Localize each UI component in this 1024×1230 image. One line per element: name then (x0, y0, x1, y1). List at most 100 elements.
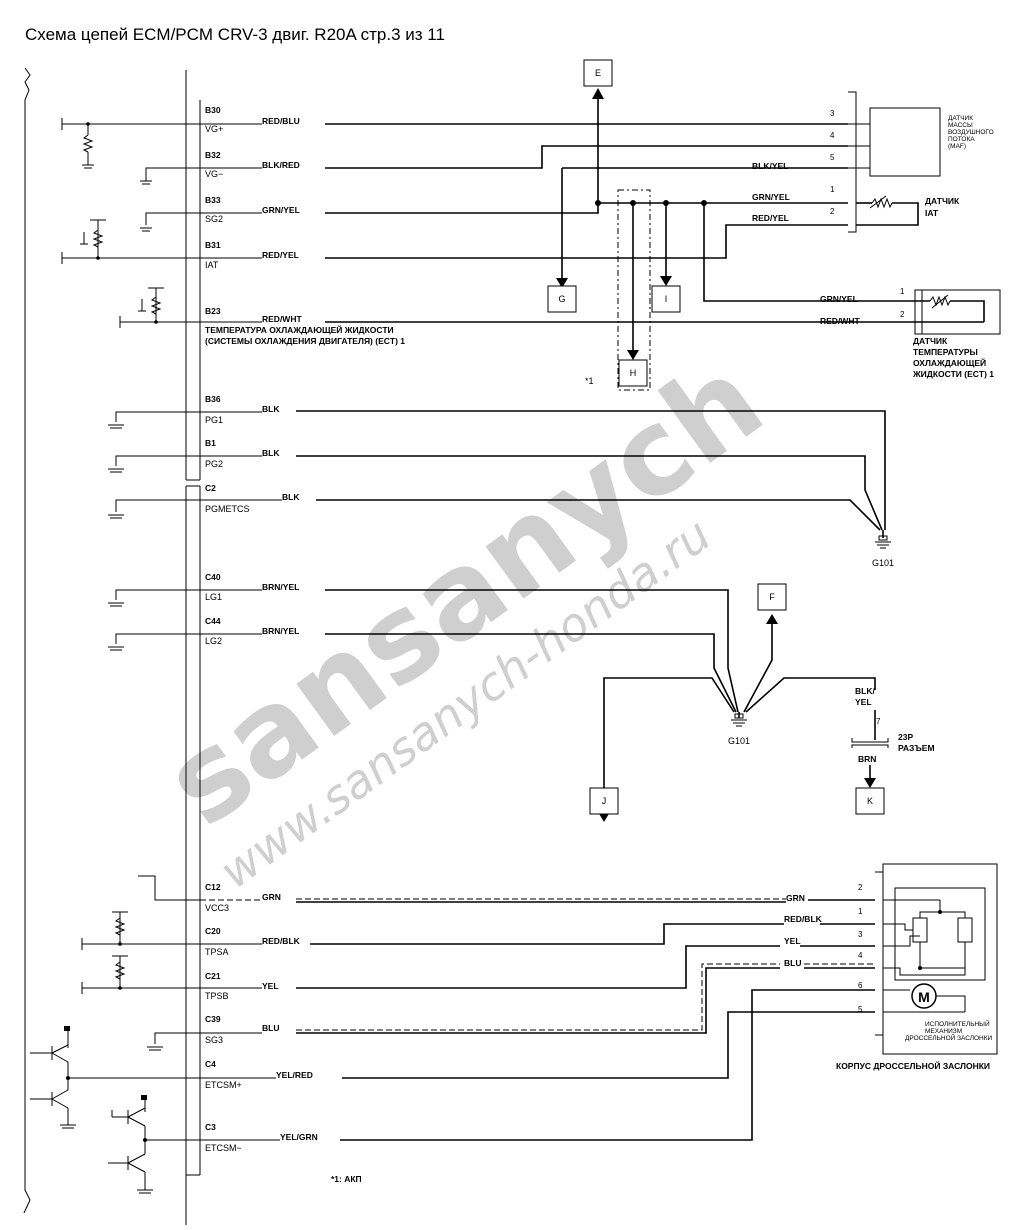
sig-sg3: SG3 (205, 1035, 223, 1045)
sig-vg-minus: VG− (205, 169, 223, 179)
tb-pin-3: 3 (858, 930, 863, 939)
label-yel-c21: YEL (262, 981, 279, 991)
pin-c21: C21 (205, 971, 221, 981)
pin-b23: B23 (205, 306, 221, 316)
wires (200, 88, 895, 1141)
connector-f: F (769, 592, 775, 602)
label-red-blu: RED/BLU (262, 116, 300, 126)
label-red-yel-iat: RED/YEL (752, 213, 789, 223)
wire-yel-grn (340, 989, 875, 1141)
ecm-break-left (23, 67, 31, 1214)
actuator-label-1: ИСПОЛНИТЕЛЬНЫЙ (925, 1019, 990, 1028)
maf-label-1: ДАТЧИК (948, 115, 973, 122)
label-red-blk-c20: RED/BLK (262, 936, 301, 946)
pin-c39: C39 (205, 1014, 221, 1024)
tb-pin-1: 1 (858, 907, 863, 916)
maf-label-5: (MAF) (948, 143, 966, 150)
sig-ect-line2: (СИСТЕМЫ ОХЛАЖДЕНИЯ ДВИГАТЕЛЯ) (ECT) 1 (205, 336, 405, 346)
wire-yel-red (342, 1011, 875, 1079)
sig-pgmetcs: PGMETCS (205, 504, 250, 514)
connector-h: H (630, 368, 637, 378)
sig-tpsb: TPSB (205, 991, 229, 1001)
tb-pin-2: 2 (858, 883, 863, 892)
footnote: *1: АКП (331, 1174, 362, 1184)
label-yel-red: YEL/RED (276, 1070, 313, 1080)
label-red-wht-ect: RED/WHT (820, 316, 860, 326)
iat-pin-2: 2 (830, 207, 835, 216)
ect-label-2: ТЕМПЕРАТУРЫ (913, 347, 978, 357)
wire-red-blk (310, 923, 784, 945)
sig-sg2: SG2 (205, 214, 223, 224)
wire-yel (296, 945, 780, 989)
note-mark: *1 (585, 376, 594, 386)
connector-k: K (867, 796, 873, 806)
sig-ect-line1: ТЕМПЕРАТУРА ОХЛАЖДАЮЩЕЙ ЖИДКОСТИ (205, 324, 394, 335)
pin-c4: C4 (205, 1059, 216, 1069)
label-grn-tb: GRN (786, 893, 805, 903)
ect-label-1: ДАТЧИК (913, 336, 948, 346)
maf-label-2: МАССЫ (948, 122, 973, 129)
iat-pin-1: 1 (830, 185, 835, 194)
sig-pg2: PG2 (205, 459, 223, 469)
label-brn: BRN (858, 754, 876, 764)
connector-i: I (665, 294, 668, 304)
at-only-box: *1 (585, 189, 651, 391)
label-blk-yel-b: YEL (855, 697, 872, 707)
motor-symbol: M (918, 989, 930, 1005)
sig-pg1: PG1 (205, 415, 223, 425)
wire-blu (296, 967, 780, 1034)
pin-c2: C2 (205, 483, 216, 493)
pin-c3: C3 (205, 1122, 216, 1132)
maf-pin-4: 4 (830, 131, 835, 140)
iat-label-2: IAT (925, 208, 939, 218)
label-blk-b1: BLK (262, 448, 280, 458)
ect-sensor: 1 2 ДАТЧИК ТЕМПЕРАТУРЫ ОХЛАЖДАЮЩЕЙ ЖИДКО… (895, 287, 1001, 379)
pin-b30: B30 (205, 105, 221, 115)
ect-pin-1: 1 (900, 287, 905, 296)
pin-c12: C12 (205, 882, 221, 892)
wire-grn-yel (325, 202, 780, 214)
tb-pin-6: 6 (858, 981, 863, 990)
label-blk-c2: BLK (282, 492, 300, 502)
pin-b36: B36 (205, 394, 221, 404)
pin-c20: C20 (205, 926, 221, 936)
maf-pin-3: 3 (830, 109, 835, 118)
connector-23p: 7 23P РАЗЪЕМ (851, 710, 935, 788)
actuator-label-2: МЕХАНИЗМ (925, 1028, 962, 1035)
ecm-body (23, 67, 201, 1225)
connector-j: J (602, 796, 607, 806)
label-blk-red: BLK/RED (262, 160, 300, 170)
wire-red-yel (325, 224, 780, 259)
connector-e: E (595, 68, 601, 78)
ecm-internal-lines (30, 118, 200, 1194)
sig-lg2: LG2 (205, 636, 222, 646)
tb-pin-5: 5 (858, 1005, 863, 1014)
iat-label-1: ДАТЧИК (925, 196, 960, 206)
connector-g: G (558, 294, 565, 304)
label-blk-yel-a: BLK/ (855, 686, 875, 696)
connector-boxes: E G I H F J K (547, 59, 885, 815)
label-red-blk-tb: RED/BLK (784, 914, 823, 924)
pin-c40: C40 (205, 572, 221, 582)
pin-b33: B33 (205, 195, 221, 205)
label-grn-yel: GRN/YEL (262, 205, 300, 215)
sig-etcsm-plus: ETCSM+ (205, 1080, 242, 1090)
watermark-big: sansanych (140, 330, 786, 852)
label-yel-grn: YEL/GRN (280, 1132, 318, 1142)
pin-c44: C44 (205, 616, 221, 626)
ect-label-3: ОХЛАЖДАЮЩЕЙ (913, 357, 986, 368)
ect-label-4: ЖИДКОСТИ (ECT) 1 (912, 369, 994, 379)
label-brn-yel-c40: BRN/YEL (262, 582, 299, 592)
watermark: sansanych www.sansanych-honda.ru (140, 330, 786, 899)
label-grn-c12: GRN (262, 892, 281, 902)
connector-23p-pin: 7 (876, 717, 881, 726)
pin-b1: B1 (205, 438, 216, 448)
ground-g101-upper: G101 (872, 535, 894, 568)
label-blu-tb: BLU (784, 958, 801, 968)
wire-blk-red (325, 145, 848, 169)
throttle-body-label: КОРПУС ДРОССЕЛЬНОЙ ЗАСЛОНКИ (836, 1060, 990, 1071)
label-blk-b36: BLK (262, 404, 280, 414)
connector-23p-label-1: 23P (898, 732, 913, 742)
wire-labels: RED/BLU BLK/RED GRN/YEL RED/YEL RED/WHT … (262, 116, 876, 1142)
